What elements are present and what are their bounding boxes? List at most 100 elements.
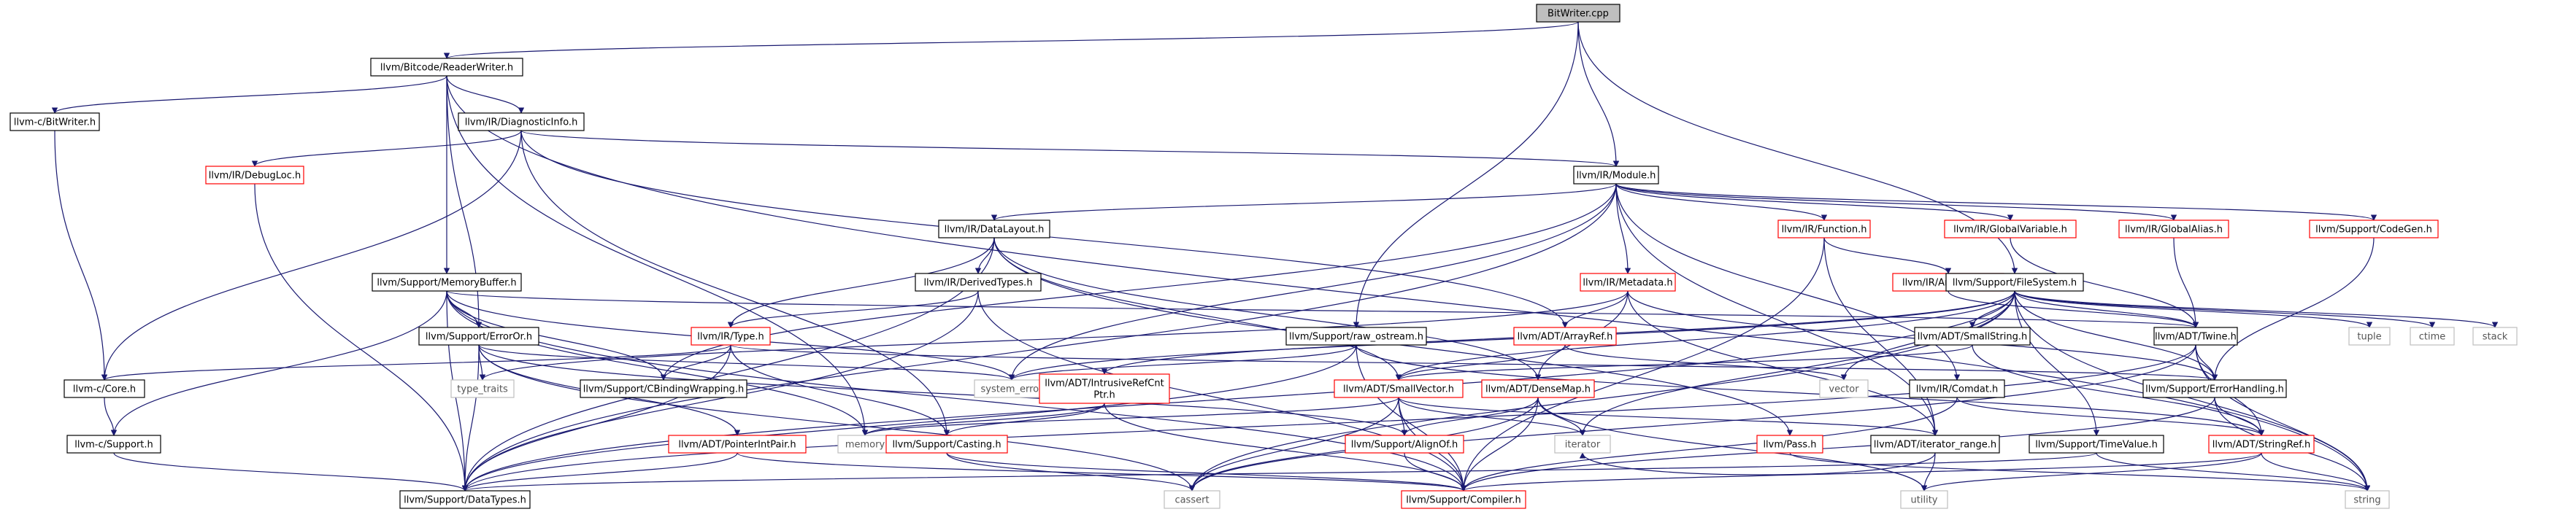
edge-memorybuffer-to-csupport — [110, 290, 447, 436]
edge-errorhandling-to-stringref — [2214, 397, 2265, 436]
node-box-globalvar — [1944, 220, 2077, 238]
node-label-compiler: llvm/Support/Compiler.h — [1406, 495, 1520, 506]
node-label-pointerint: llvm/ADT/PointerIntPair.h — [678, 440, 796, 451]
node-box-utility — [1900, 490, 1948, 509]
edge-module-to-metadata — [1615, 183, 1631, 274]
node-box-csupport — [66, 435, 161, 454]
edge-argument-to-twine — [1948, 290, 2199, 328]
node-label-cbitwriter: llvm-c/BitWriter.h — [14, 117, 96, 128]
edge-csupport-to-datatypes — [113, 452, 469, 492]
edge-filesystem-to-smallvector — [1395, 290, 2015, 381]
node-box-type — [691, 327, 771, 346]
node-box-timevalue — [2029, 435, 2164, 454]
edge-rawostream-to-syserror — [1008, 344, 1357, 381]
edge-errorhandling-to-compiler — [1460, 397, 2215, 492]
edge-memorybuffer-to-cbinding — [446, 290, 667, 381]
node-rawostream[interactable]: llvm/Support/raw_ostream.h — [1285, 327, 1427, 346]
edge-derivedtypes-to-type — [727, 290, 979, 328]
node-pass[interactable]: llvm/Pass.h — [1756, 435, 1823, 454]
edge-readerwriter-to-memory — [446, 75, 869, 436]
node-cbitwriter[interactable]: llvm-c/BitWriter.h — [9, 112, 100, 131]
node-compiler[interactable]: llvm/Support/Compiler.h — [1401, 490, 1526, 509]
node-label-densemap: llvm/ADT/DenseMap.h — [1485, 384, 1591, 395]
node-metadata[interactable]: llvm/IR/Metadata.h — [1580, 273, 1676, 292]
node-label-utility: utility — [1911, 495, 1938, 506]
node-label-erroror: llvm/Support/ErrorOr.h — [426, 332, 532, 343]
node-iterrange[interactable]: llvm/ADT/iterator_range.h — [1870, 435, 2000, 454]
node-bitwriter[interactable]: BitWriter.cpp — [1536, 4, 1620, 23]
node-box-datatypes — [399, 490, 531, 509]
node-smallvector[interactable]: llvm/ADT/SmallVector.h — [1334, 379, 1464, 398]
node-label-cbinding: llvm/Support/CBindingWrapping.h — [583, 384, 745, 395]
edge-type-to-datatypes — [461, 344, 731, 492]
node-memorybuffer[interactable]: llvm/Support/MemoryBuffer.h — [372, 273, 522, 292]
edge-rawostream-to-datatypes — [461, 344, 1357, 492]
edge-pointerint-to-compiler — [737, 452, 1466, 492]
edge-globalalias-to-twine — [2173, 237, 2199, 328]
edge-stringref-to-compiler — [1461, 452, 2262, 492]
node-smallstring[interactable]: llvm/ADT/SmallString.h — [1914, 327, 2031, 346]
node-ccore[interactable]: llvm-c/Core.h — [64, 379, 145, 398]
node-datalayout[interactable]: llvm/IR/DataLayout.h — [938, 220, 1050, 238]
node-timevalue[interactable]: llvm/Support/TimeValue.h — [2029, 435, 2164, 454]
node-densemap[interactable]: llvm/ADT/DenseMap.h — [1481, 379, 1595, 398]
node-box-memorybuffer — [372, 273, 522, 292]
edge-erroror-to-cassert — [478, 344, 1196, 492]
edge-debugloc-to-datatypes — [254, 183, 469, 492]
node-box-cbitwriter — [9, 112, 100, 131]
node-stringref[interactable]: llvm/ADT/StringRef.h — [2208, 435, 2315, 454]
node-casting[interactable]: llvm/Support/Casting.h — [885, 435, 1008, 454]
node-ctime: ctime — [2410, 327, 2455, 346]
node-box-diaginfo — [458, 112, 585, 131]
node-box-readerwriter — [370, 58, 523, 77]
node-box-smallvector — [1334, 379, 1464, 398]
node-arrayref[interactable]: llvm/ADT/ArrayRef.h — [1513, 327, 1617, 346]
node-label-function: llvm/IR/Function.h — [1782, 225, 1867, 236]
node-label-derivedtypes: llvm/IR/DerivedTypes.h — [923, 278, 1032, 289]
edge-diaginfo-to-debugloc — [251, 130, 522, 167]
node-readerwriter[interactable]: llvm/Bitcode/ReaderWriter.h — [370, 58, 523, 77]
edge-erroror-to-alignof — [478, 344, 1408, 436]
edge-smallvector-to-iterrange — [1398, 397, 1938, 436]
node-diaginfo[interactable]: llvm/IR/DiagnosticInfo.h — [458, 112, 585, 131]
edge-metadata-to-typetraits — [480, 290, 1629, 381]
node-globalvar[interactable]: llvm/IR/GlobalVariable.h — [1944, 220, 2077, 238]
node-alignof[interactable]: llvm/Support/AlignOf.h — [1345, 435, 1464, 454]
node-box-codegen — [2309, 220, 2439, 238]
node-errorhandling[interactable]: llvm/Support/ErrorHandling.h — [2142, 379, 2287, 398]
node-string: string — [2345, 490, 2390, 509]
edge-type-to-ccore — [101, 344, 731, 381]
node-twine[interactable]: llvm/ADT/Twine.h — [2153, 327, 2238, 346]
node-filesystem[interactable]: llvm/Support/FileSystem.h — [1945, 273, 2084, 292]
node-label-module: llvm/IR/Module.h — [1577, 171, 1656, 182]
nodes-layer: BitWriter.cpp llvm/Bitcode/ReaderWriter.h… — [9, 4, 2518, 509]
node-box-pass — [1756, 435, 1823, 454]
node-box-iterrange — [1870, 435, 2000, 454]
node-cbinding[interactable]: llvm/Support/CBindingWrapping.h — [580, 379, 747, 398]
node-box-cbinding — [580, 379, 747, 398]
node-datatypes[interactable]: llvm/Support/DataTypes.h — [399, 490, 531, 509]
node-label-metadata: llvm/IR/Metadata.h — [1583, 278, 1672, 289]
node-pointerint[interactable]: llvm/ADT/PointerIntPair.h — [668, 435, 807, 454]
edge-smallstring-to-stringref — [1972, 344, 2265, 436]
node-csupport[interactable]: llvm-c/Support.h — [66, 435, 161, 454]
node-debugloc[interactable]: llvm/IR/DebugLoc.h — [205, 166, 304, 185]
node-box-debugloc — [205, 166, 304, 185]
node-module[interactable]: llvm/IR/Module.h — [1573, 166, 1659, 185]
node-globalalias[interactable]: llvm/IR/GlobalAlias.h — [2118, 220, 2229, 238]
node-type[interactable]: llvm/IR/Type.h — [691, 327, 771, 346]
edge-comdat-to-stringref — [1956, 397, 2265, 436]
node-erroror[interactable]: llvm/Support/ErrorOr.h — [418, 327, 539, 346]
node-label-memorybuffer: llvm/Support/MemoryBuffer.h — [377, 278, 516, 289]
node-box-alignof — [1345, 435, 1464, 454]
node-label-errorhandling: llvm/Support/ErrorHandling.h — [2145, 384, 2284, 395]
edge-filesystem-to-timevalue — [2014, 290, 2100, 436]
node-codegen[interactable]: llvm/Support/CodeGen.h — [2309, 220, 2439, 238]
node-derivedtypes[interactable]: llvm/IR/DerivedTypes.h — [915, 273, 1042, 292]
node-function[interactable]: llvm/IR/Function.h — [1777, 220, 1871, 238]
node-box-datalayout — [938, 220, 1050, 238]
node-comdat[interactable]: llvm/IR/Comdat.h — [1909, 379, 2005, 398]
